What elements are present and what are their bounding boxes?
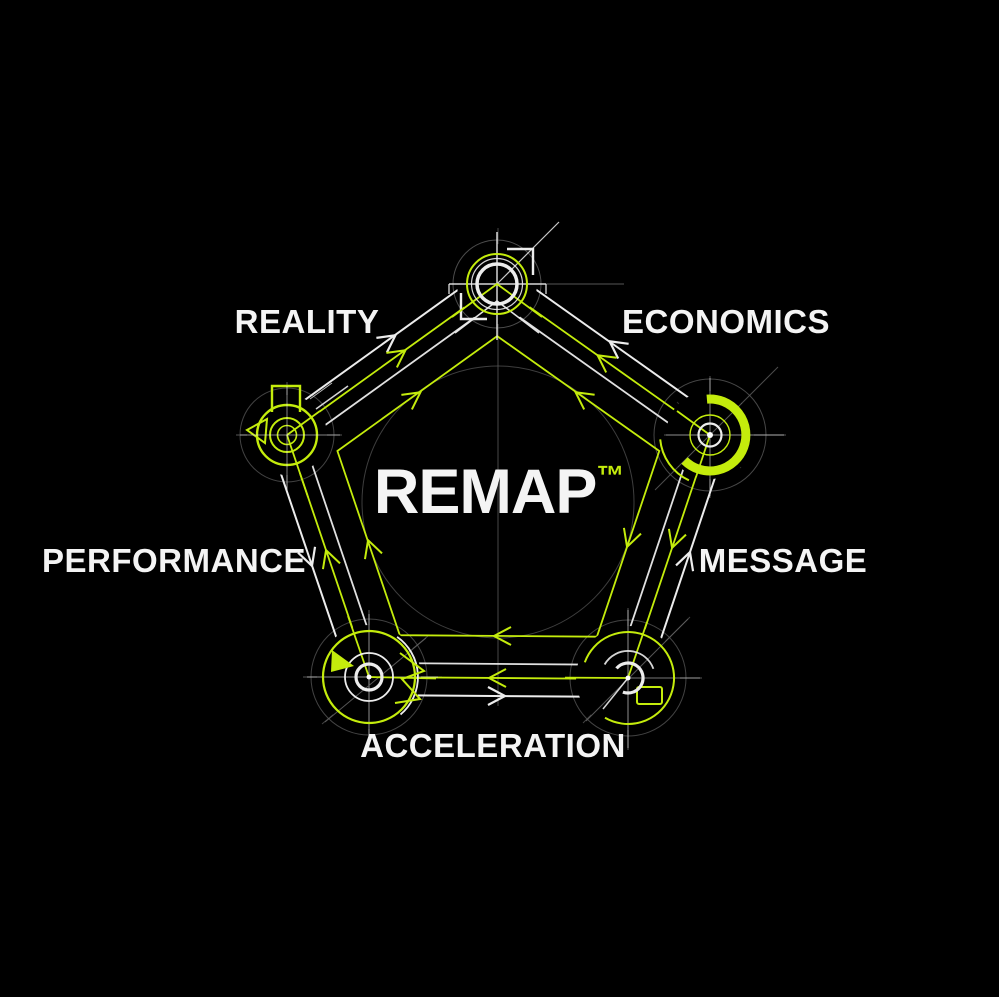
label-reality: REALITY xyxy=(234,303,380,340)
center-title-text: REMAP xyxy=(373,457,598,527)
dial-wedge-icon xyxy=(307,614,438,746)
label-acceleration: ACCELERATION xyxy=(360,727,626,764)
node-top xyxy=(448,221,560,340)
wedge-marker xyxy=(331,650,354,672)
label-message: MESSAGE xyxy=(698,542,868,579)
node-bottom-right xyxy=(564,610,700,748)
node-left xyxy=(240,382,349,498)
key-pointer-icon xyxy=(240,382,349,498)
label-performance: PERFORMANCE xyxy=(41,542,307,579)
drafting-target-icon xyxy=(448,221,560,340)
dial-tab-icon xyxy=(564,610,700,748)
node-bottom-left xyxy=(307,614,438,746)
trademark-mark: ™ xyxy=(596,460,625,491)
node-right xyxy=(659,378,784,496)
label-economics: ECONOMICS xyxy=(621,303,831,340)
c-ring-icon xyxy=(659,378,784,496)
center-title: REMAP™ xyxy=(374,456,624,528)
